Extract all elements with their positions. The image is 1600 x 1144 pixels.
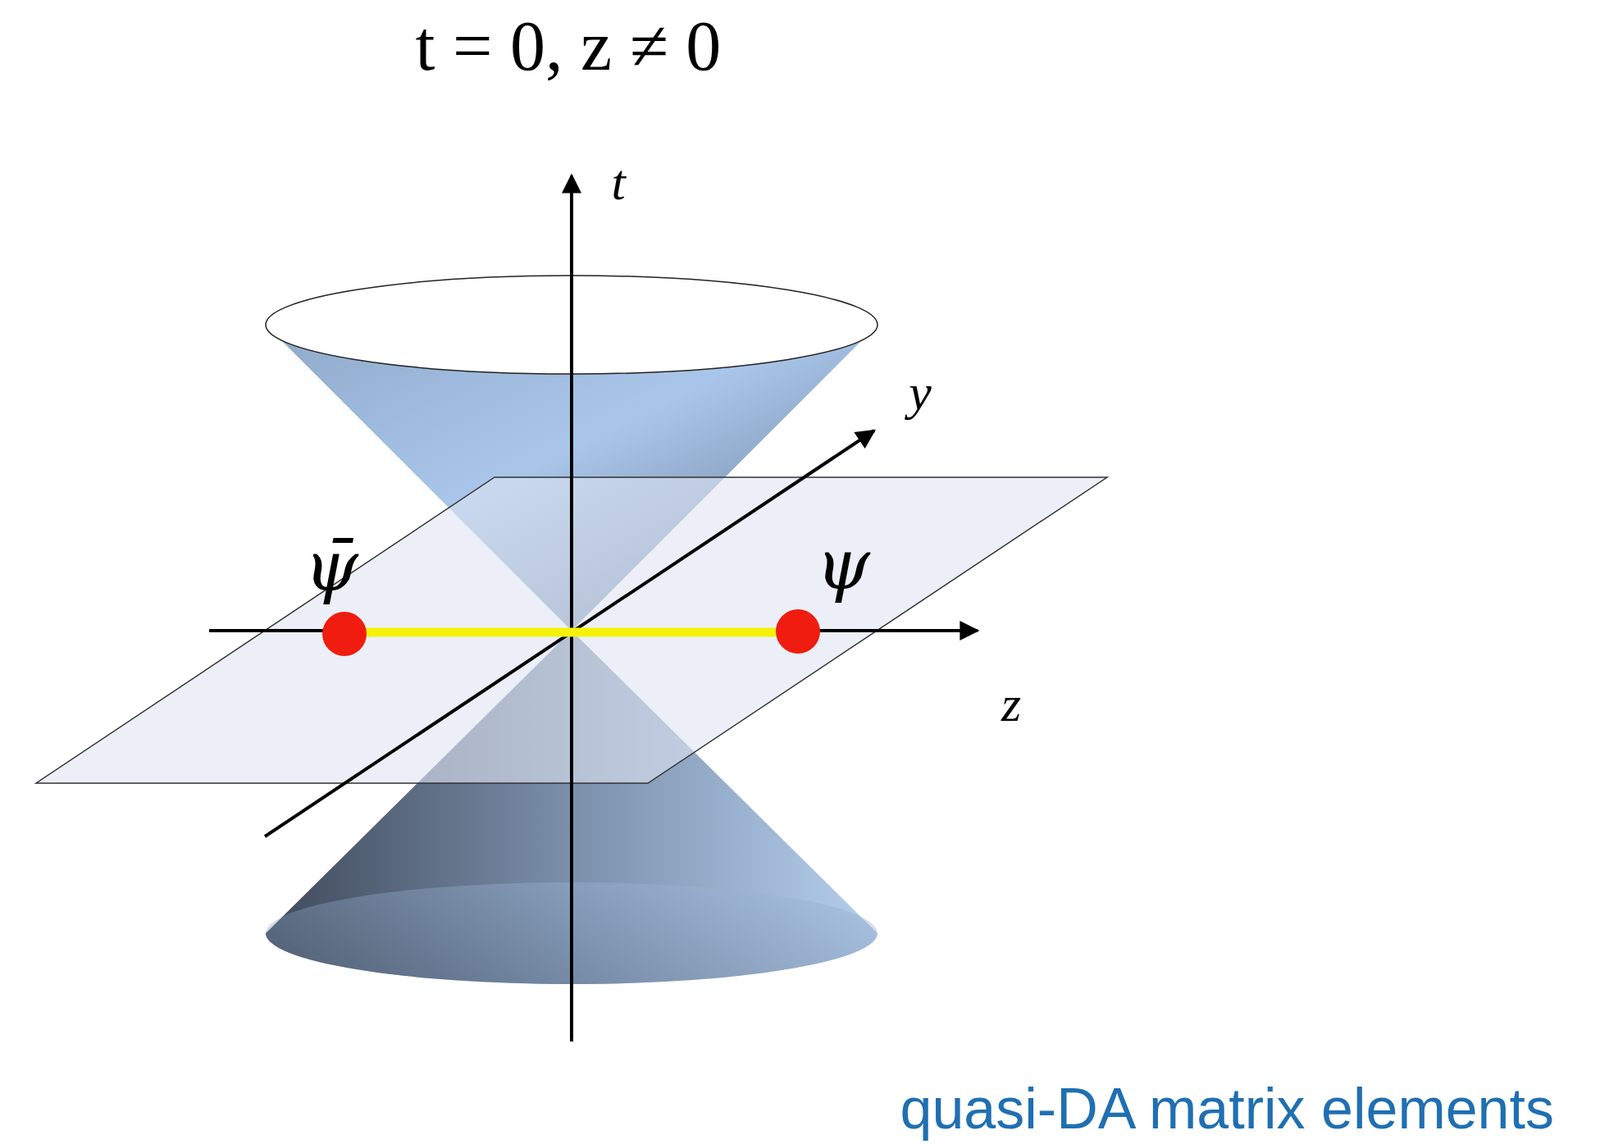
field-symbol: ψ <box>815 529 871 599</box>
quark-field-dot <box>775 609 821 654</box>
wilson-line <box>344 628 798 638</box>
t-axis <box>569 175 574 1042</box>
y-axis <box>264 430 875 837</box>
diagram-caption: quasi-DA matrix elements <box>899 1080 1555 1138</box>
field-symbol: ψ̄ <box>304 531 359 601</box>
antiquark-field-dot <box>322 611 367 657</box>
axis-label: z <box>1001 678 1022 730</box>
diagram-title: t = 0, z ≠ 0 <box>415 10 722 82</box>
axis-label: y <box>908 366 932 418</box>
axis-label: t <box>610 156 625 208</box>
